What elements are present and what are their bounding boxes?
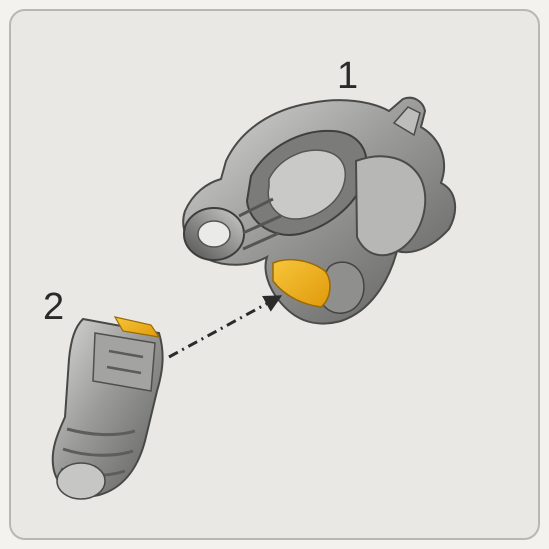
dashed-arrow-icon <box>169 297 279 357</box>
instruction-panel: 1 2 <box>9 9 540 540</box>
assembly-diagram <box>11 11 538 538</box>
callout-part-2: 2 <box>43 288 64 326</box>
callout-part-1: 1 <box>337 57 358 95</box>
headlight-housing-icon <box>183 98 455 324</box>
bulb-socket-icon <box>53 317 163 499</box>
